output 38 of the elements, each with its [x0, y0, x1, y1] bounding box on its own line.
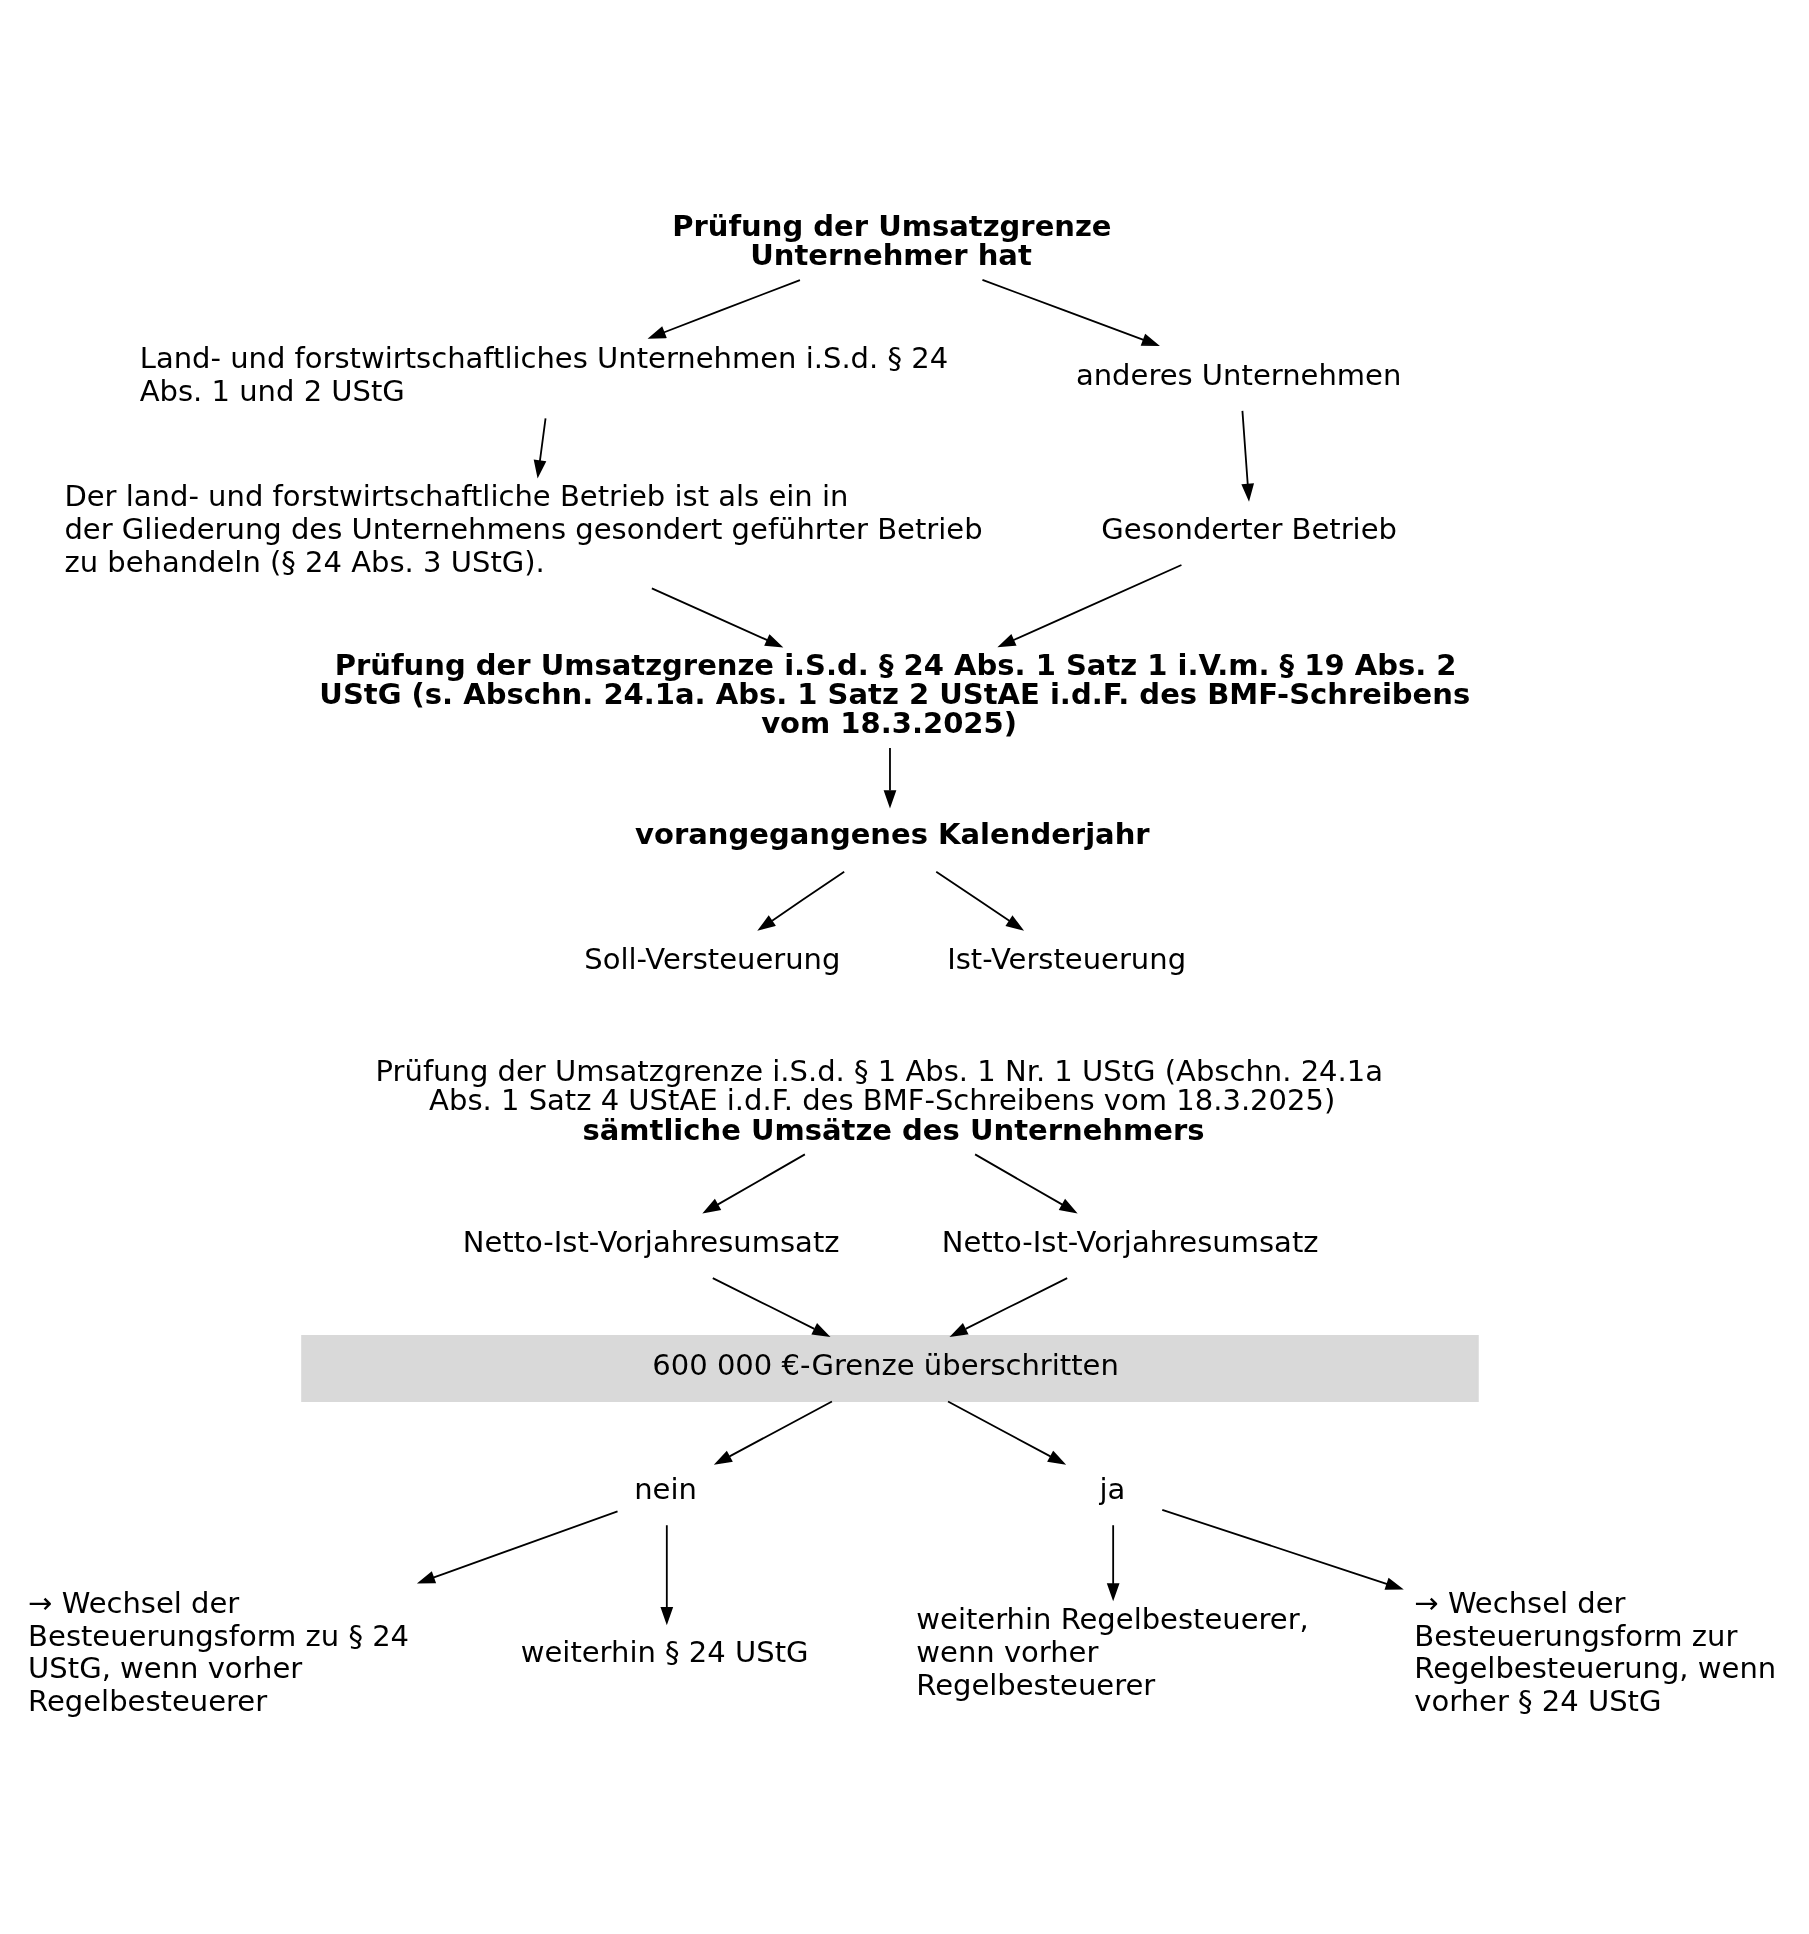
arrow	[947, 1400, 1067, 1465]
node-text: Ist-Versteuerung	[947, 941, 1187, 976]
node-box: 600 000 €-Grenze überschritten	[301, 1334, 1479, 1402]
arrow	[974, 1153, 1078, 1213]
arrow	[711, 1276, 831, 1337]
arrow	[883, 746, 897, 808]
arrow	[533, 417, 547, 478]
node-text: Netto-Ist-Vorjahresumsatz	[941, 1224, 1319, 1259]
node-text: vorangegangenes Kalenderjahr	[635, 816, 1150, 851]
node-text: Gesonderter Betrieb	[1101, 511, 1397, 546]
arrow	[647, 278, 801, 339]
node-text: ja	[1099, 1471, 1126, 1506]
arrow	[713, 1400, 833, 1465]
arrow	[949, 1276, 1069, 1337]
arrow	[757, 870, 846, 931]
arrow	[935, 870, 1025, 931]
arrow	[650, 586, 784, 647]
node-text: Prüfung der Umsatzgrenze i.S.d. § 24 Abs. 1 Satz 1 i.V.m. § 19 Abs. 2 UStG (s. Abschn. 24.1a. Abs. 1 Satz 2 UStAE i.d.F. des BMF-Schreibens vom 18.3.2025)	[319, 647, 1471, 740]
arrow	[660, 1523, 674, 1625]
arrow	[981, 278, 1160, 346]
node-text: → Wechsel der Besteuerungsform zur Regelbesteuerung, wenn vorher § 24 UStG	[1414, 1585, 1777, 1718]
node-text: → Wechsel der Besteuerungsform zu § 24 UStG, wenn vorher Regelbesteuerer	[28, 1585, 410, 1718]
node-text: nein	[634, 1471, 697, 1506]
node-text: Land- und forstwirtschaftliches Unternehmen i.S.d. § 24 Abs. 1 und 2 UStG	[139, 340, 949, 408]
arrow	[1161, 1508, 1404, 1590]
node-text: Prüfung der Umsatzgrenze Unternehmer hat	[672, 208, 1112, 272]
node-text: Prüfung der Umsatzgrenze i.S.d. § 1 Abs. 1 Nr. 1 UStG (Abschn. 24.1a Abs. 1 Satz 4 UStAE i.d.F. des BMF-Schreibens vom 18.3.2025) sämtliche Umsätze des Unternehmers	[375, 1053, 1384, 1147]
arrow	[1241, 409, 1254, 502]
node-text: weiterhin Regelbesteuerer, wenn vorher Regelbesteuerer	[916, 1601, 1309, 1702]
node-text: anderes Unternehmen	[1075, 357, 1402, 392]
node-text: Der land- und forstwirtschaftliche Betrieb ist als ein in der Gliederung des Unternehmens gesondert geführter Betrieb zu behandeln (§ 24 Abs. 3 UStG).	[64, 478, 983, 579]
arrow	[416, 1509, 619, 1583]
arrow	[997, 563, 1183, 647]
node-text: Soll-Versteuerung	[584, 941, 841, 976]
node-text: Netto-Ist-Vorjahresumsatz	[462, 1224, 840, 1259]
arrow	[1106, 1523, 1120, 1601]
node-text: weiterhin § 24 UStG	[520, 1634, 809, 1669]
arrow	[702, 1153, 806, 1213]
